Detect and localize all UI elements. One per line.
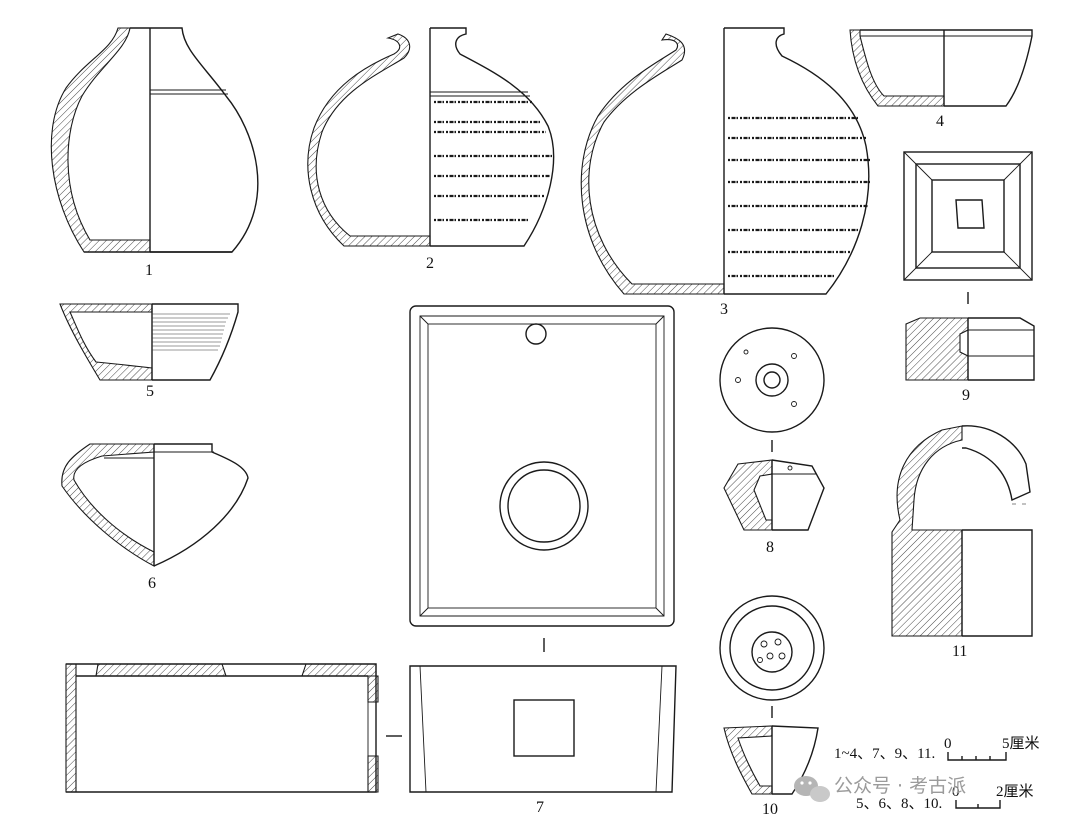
vessel-11-arched-handle: 11 <box>891 425 1033 660</box>
wechat-icon <box>794 776 830 802</box>
vessel-9-square-lid: 9 <box>903 151 1035 404</box>
scale-group-label-small: 5、6、8、10. <box>856 796 942 812</box>
vessel-10-small-cup: 10 <box>719 595 825 818</box>
label-vessel-2: 2 <box>426 255 434 272</box>
vessel-5-small-bowl: 5 <box>59 303 239 400</box>
watermark-text: 公众号 · 考古派 <box>834 775 966 797</box>
label-vessel-5: 5 <box>146 383 154 400</box>
watermark: 公众号 · 考古派 <box>794 775 966 802</box>
vessel-4-bowl: 4 <box>849 29 1033 130</box>
vessel-1-jar: 1 <box>50 27 259 279</box>
scale-zero-large: 0 <box>944 736 952 752</box>
scale-end-large: 5厘米 <box>1002 735 1040 752</box>
label-vessel-6: 6 <box>148 575 156 592</box>
vessel-2-flask: 2 <box>307 27 555 272</box>
scale-end-small: 2厘米 <box>996 783 1034 800</box>
label-vessel-3: 3 <box>720 301 728 318</box>
label-vessel-9: 9 <box>962 387 970 404</box>
label-vessel-7: 7 <box>536 799 544 816</box>
scale-zero-small: 0 <box>952 784 960 800</box>
scale-bar-small: 5、6、8、10. 0 2厘米 <box>856 783 1034 812</box>
scale-bar-large: 1~4、7、9、11. 0 5厘米 <box>834 735 1040 762</box>
vessel-7-rectangular-box: 7 <box>65 305 677 816</box>
label-vessel-8: 8 <box>766 539 774 556</box>
vessel-6-pointed-vessel: 6 <box>61 443 249 592</box>
label-vessel-11: 11 <box>952 643 967 660</box>
vessel-3-large-flask: 3 <box>580 27 870 318</box>
scale-group-label-large: 1~4、7、9、11. <box>834 746 935 762</box>
label-vessel-1: 1 <box>145 262 153 279</box>
label-vessel-4: 4 <box>936 113 944 130</box>
label-vessel-10: 10 <box>762 801 778 818</box>
vessel-8-small-lid: 8 <box>719 327 825 556</box>
